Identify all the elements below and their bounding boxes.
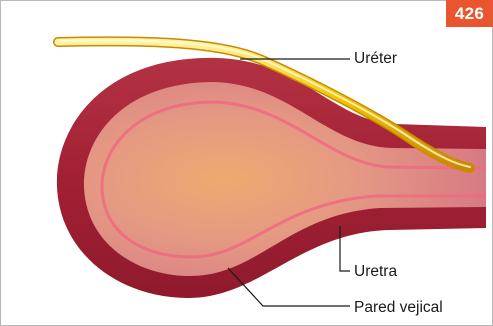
label-uretra: Uretra — [354, 263, 397, 281]
label-ureter: Uréter — [354, 50, 397, 68]
label-pared-vejical: Pared vejical — [354, 299, 443, 317]
figure-number-badge: 426 — [446, 0, 493, 27]
